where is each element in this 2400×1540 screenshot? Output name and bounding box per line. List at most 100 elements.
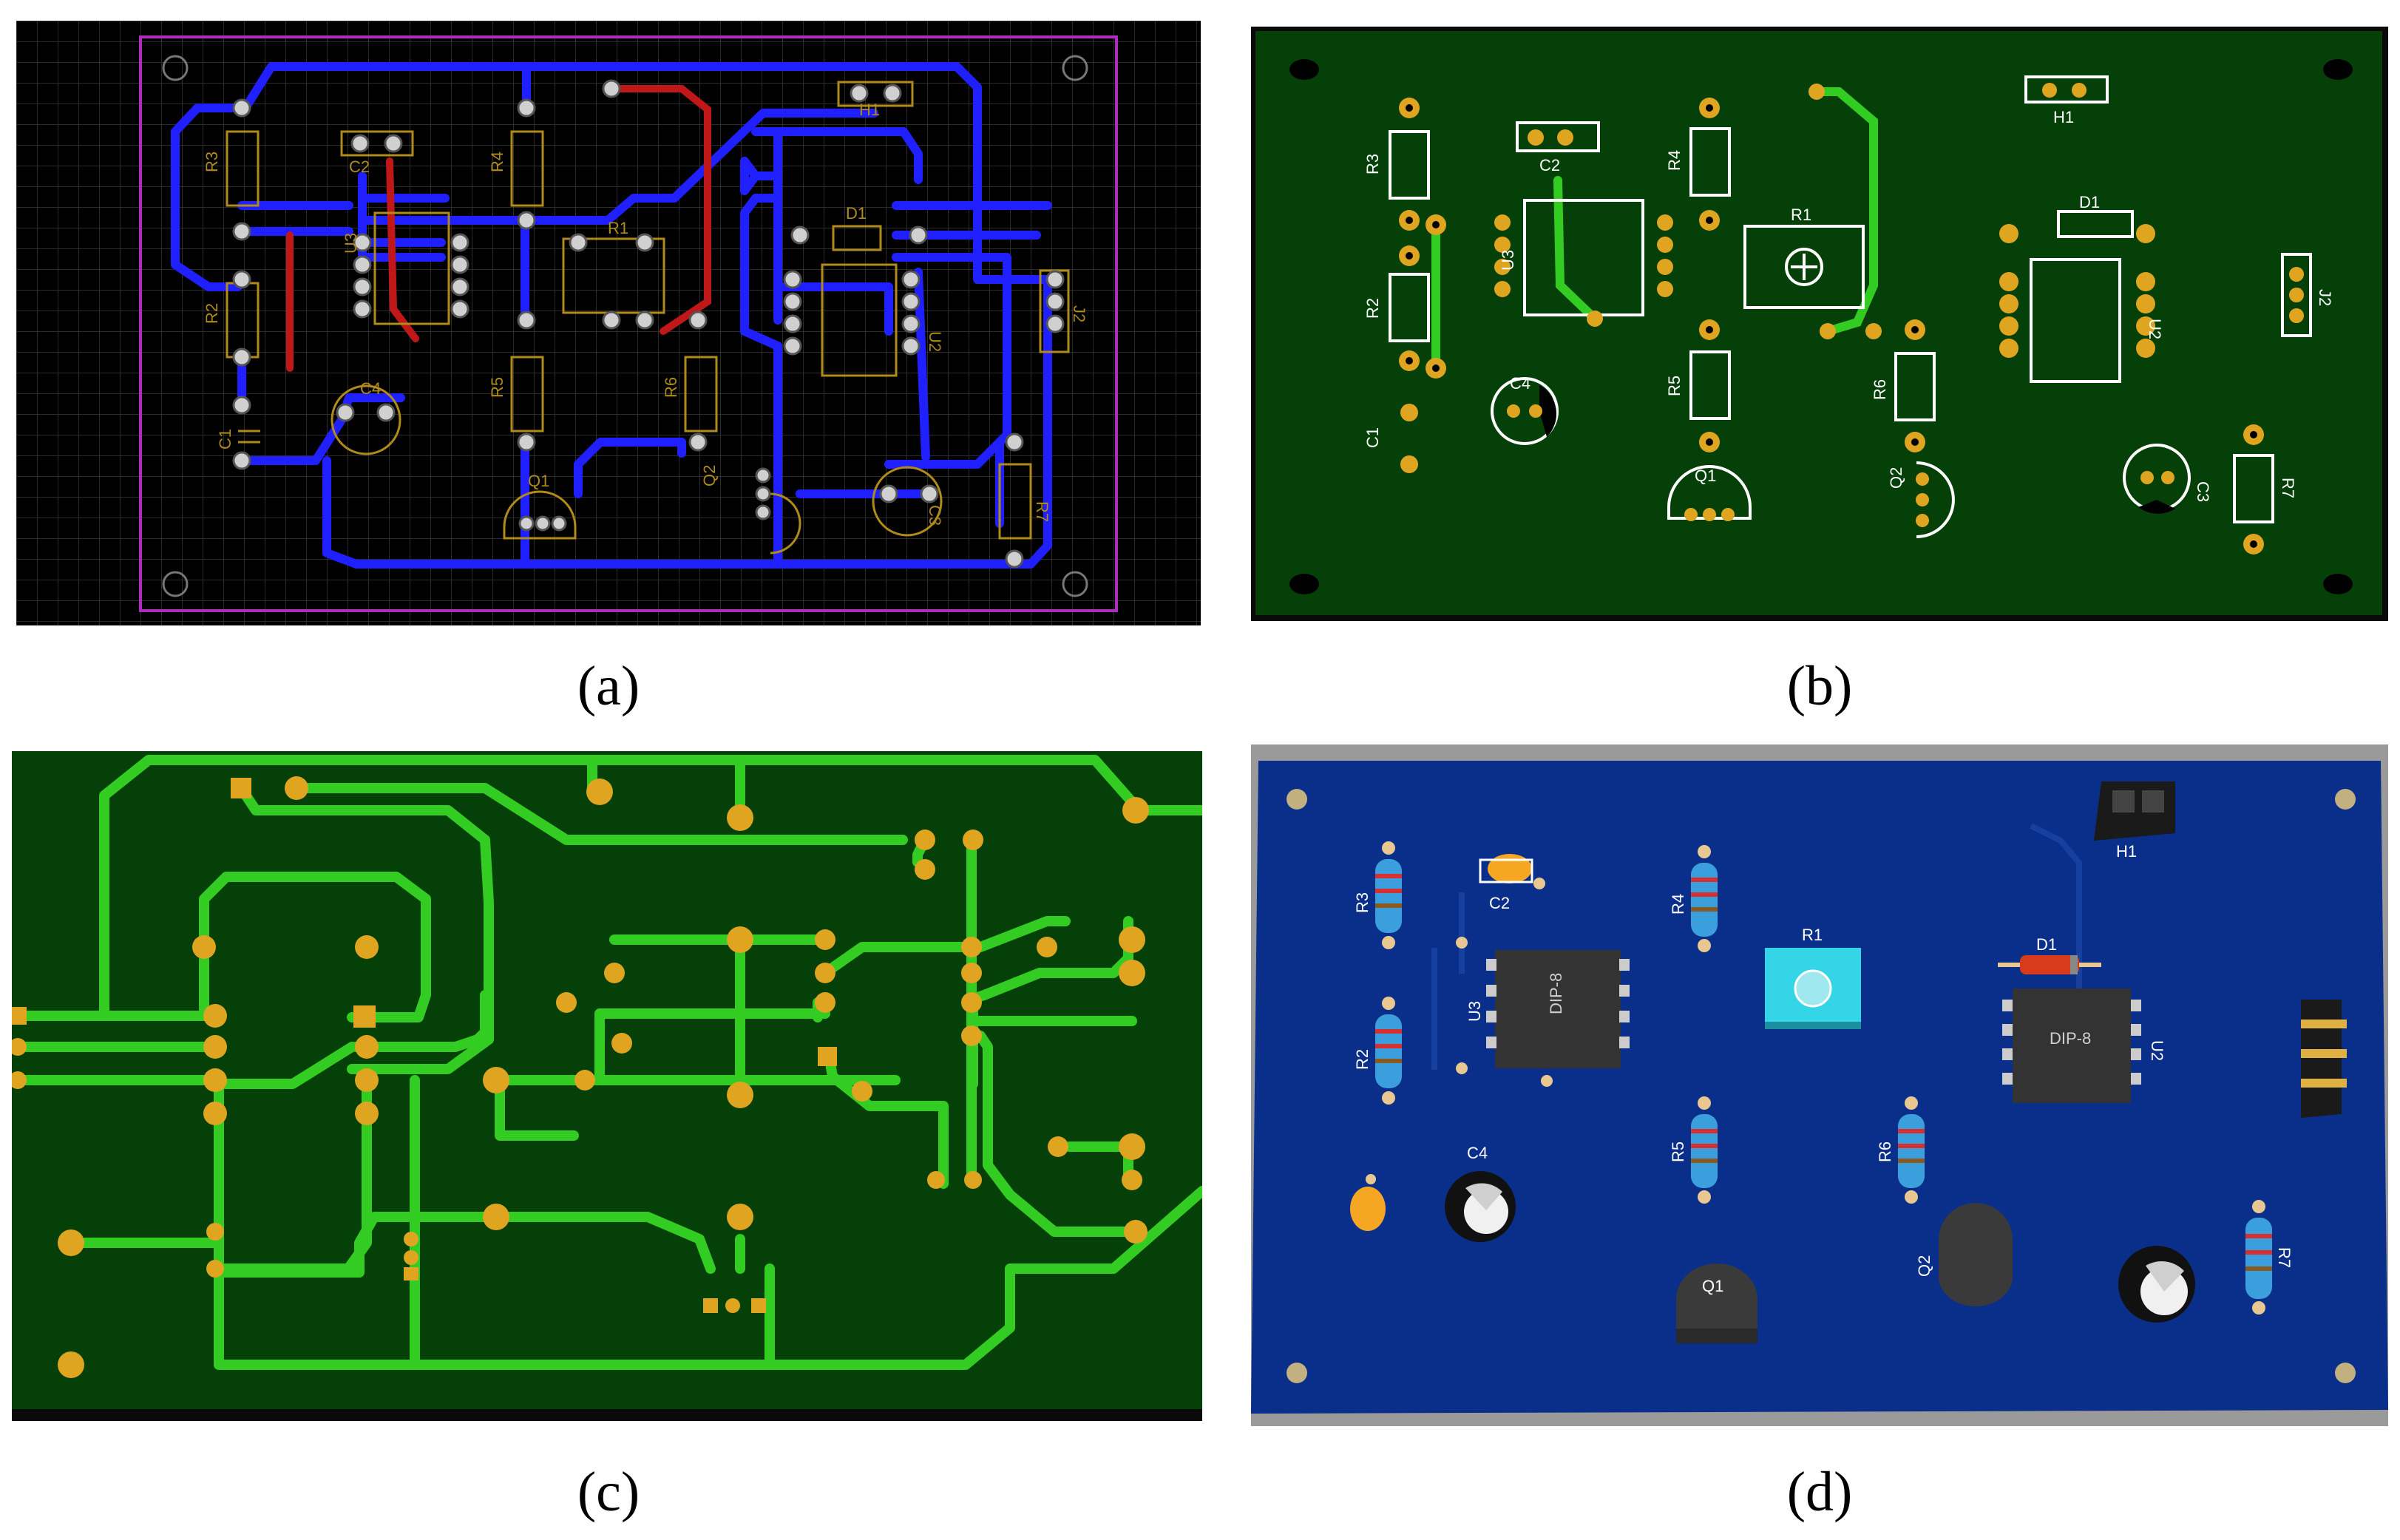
board-edge — [12, 1409, 1202, 1421]
render-3d-svg: DIP-8 DIP-8 — [1251, 744, 2388, 1426]
label-r3: R3 — [203, 152, 221, 172]
resistor-r2 — [1375, 997, 1402, 1105]
mounting-holes — [1287, 789, 2356, 1383]
label-r6: R6 — [1876, 1142, 1894, 1162]
top-layer-view: R3 R2 C1 C2 U3 C4 R4 R5 R1 Q1 R6 Q2 H1 D… — [1251, 27, 2388, 621]
label-c3: C3 — [2194, 481, 2212, 502]
top-traces — [1431, 87, 1878, 373]
board-outline — [139, 35, 1118, 612]
resistors — [1375, 841, 2272, 1315]
label-r2: R2 — [203, 303, 221, 324]
board-green — [1255, 31, 2382, 615]
label-r3: R3 — [1363, 154, 1382, 174]
label-q1: Q1 — [1695, 467, 1716, 485]
label-d1: D1 — [846, 204, 867, 223]
silkscreen-labels: R3 R2 C1 C2 U3 C4 R4 R5 R1 Q1 R6 Q2 H1 D… — [1363, 108, 2334, 502]
label-u3: U3 — [342, 233, 360, 254]
header-j2 — [2301, 1000, 2347, 1118]
label-q2: Q2 — [700, 465, 719, 486]
label-r2: R2 — [1353, 1049, 1372, 1070]
label-q1: Q1 — [1702, 1277, 1723, 1295]
pcb-layout-svg: R3 R2 C2 R4 R1 D1 H1 U3 U2 J2 C4 R5 R6 C… — [16, 21, 1201, 625]
mounting-holes — [1289, 59, 2353, 594]
silkscreen-components — [226, 81, 1070, 554]
label-r4: R4 — [1669, 894, 1687, 915]
caption-d: (d) — [1786, 1461, 1853, 1523]
bottom-layer-svg — [12, 751, 1202, 1421]
resistor-r3 — [1375, 841, 1402, 949]
pad-holes — [1406, 104, 2257, 548]
label-q2: Q2 — [1887, 467, 1905, 489]
label-c2: C2 — [349, 157, 370, 176]
silkscreen-outlines — [1389, 75, 2312, 538]
label-u2: U2 — [926, 331, 944, 352]
u2-package-label: DIP-8 — [2050, 1029, 2091, 1048]
caption-c: (c) — [577, 1461, 640, 1523]
label-u3: U3 — [1465, 1001, 1484, 1022]
mounting-holes — [162, 55, 1088, 597]
diode-d1 — [1998, 955, 2101, 974]
label-d1: D1 — [2079, 193, 2100, 211]
render-3d-view: DIP-8 DIP-8 — [1251, 744, 2388, 1426]
label-r4: R4 — [488, 152, 506, 172]
label-d1: D1 — [2036, 935, 2057, 954]
transistor-q1 — [1676, 1263, 1757, 1343]
label-r5: R5 — [1669, 1142, 1687, 1162]
label-r1: R1 — [1791, 206, 1811, 224]
label-q1: Q1 — [528, 472, 549, 490]
header-h1 — [2094, 781, 2175, 841]
pads — [1399, 83, 2304, 554]
pads — [232, 79, 1065, 569]
polarity-marks — [1539, 385, 2175, 514]
label-r7: R7 — [2275, 1247, 2294, 1268]
copper-pads — [12, 776, 1149, 1378]
resistor-r4 — [1691, 845, 1718, 952]
label-c4: C4 — [1510, 374, 1530, 393]
label-r1: R1 — [608, 219, 628, 237]
capacitor-c1 — [1350, 1187, 1386, 1231]
transistor-q2 — [1939, 1203, 2013, 1306]
label-u2: U2 — [2146, 319, 2164, 339]
resistor-r6 — [1898, 1096, 1925, 1204]
bottom-traces — [12, 755, 1202, 1370]
caption-b: (b) — [1786, 655, 1853, 717]
electrolytic-c4 — [1445, 1171, 1516, 1242]
potentiometer-r1 — [1765, 948, 1861, 1029]
label-c1: C1 — [216, 429, 234, 450]
label-r2: R2 — [1363, 298, 1382, 319]
label-h1: H1 — [2116, 842, 2137, 861]
electrolytic-c3 — [2118, 1246, 2195, 1323]
pcb-layout-view: R3 R2 C2 R4 R1 D1 H1 U3 U2 J2 C4 R5 R6 C… — [16, 21, 1201, 625]
label-r3: R3 — [1353, 892, 1372, 913]
label-r6: R6 — [1871, 379, 1889, 400]
potentiometer-r1 — [1743, 225, 1865, 309]
label-r5: R5 — [488, 377, 506, 398]
label-u3: U3 — [1499, 250, 1517, 271]
label-r1: R1 — [1802, 926, 1823, 944]
label-c2: C2 — [1539, 156, 1560, 174]
bottom-layer-view — [12, 751, 1202, 1421]
resistor-r5 — [1691, 1096, 1718, 1204]
label-c2: C2 — [1489, 894, 1510, 912]
resistor-r7 — [2245, 1200, 2272, 1315]
label-c1: C1 — [1363, 427, 1382, 448]
ceramic-capacitors — [1350, 854, 1545, 1231]
chip-u3: DIP-8 — [1456, 937, 1630, 1087]
label-u2: U2 — [2148, 1040, 2166, 1061]
label-r6: R6 — [662, 377, 680, 398]
label-c4: C4 — [1467, 1144, 1488, 1162]
board-blue — [1251, 761, 2388, 1414]
chip-u2: DIP-8 — [2002, 988, 2141, 1103]
label-q2: Q2 — [1915, 1255, 1933, 1277]
label-j2: J2 — [2316, 289, 2334, 306]
label-r4: R4 — [1665, 150, 1684, 171]
top-layer-traces — [286, 85, 711, 372]
capacitor-c2 — [1488, 854, 1532, 883]
label-r5: R5 — [1665, 376, 1684, 396]
label-r7: R7 — [2279, 478, 2297, 498]
label-h1: H1 — [859, 101, 880, 119]
caption-a: (a) — [577, 655, 640, 717]
label-c3: C3 — [926, 505, 944, 526]
label-h1: H1 — [2053, 108, 2074, 126]
silkscreen-labels: R3 R2 C2 R4 R1 D1 H1 U3 U2 J2 C4 R5 R6 C… — [203, 101, 1088, 526]
